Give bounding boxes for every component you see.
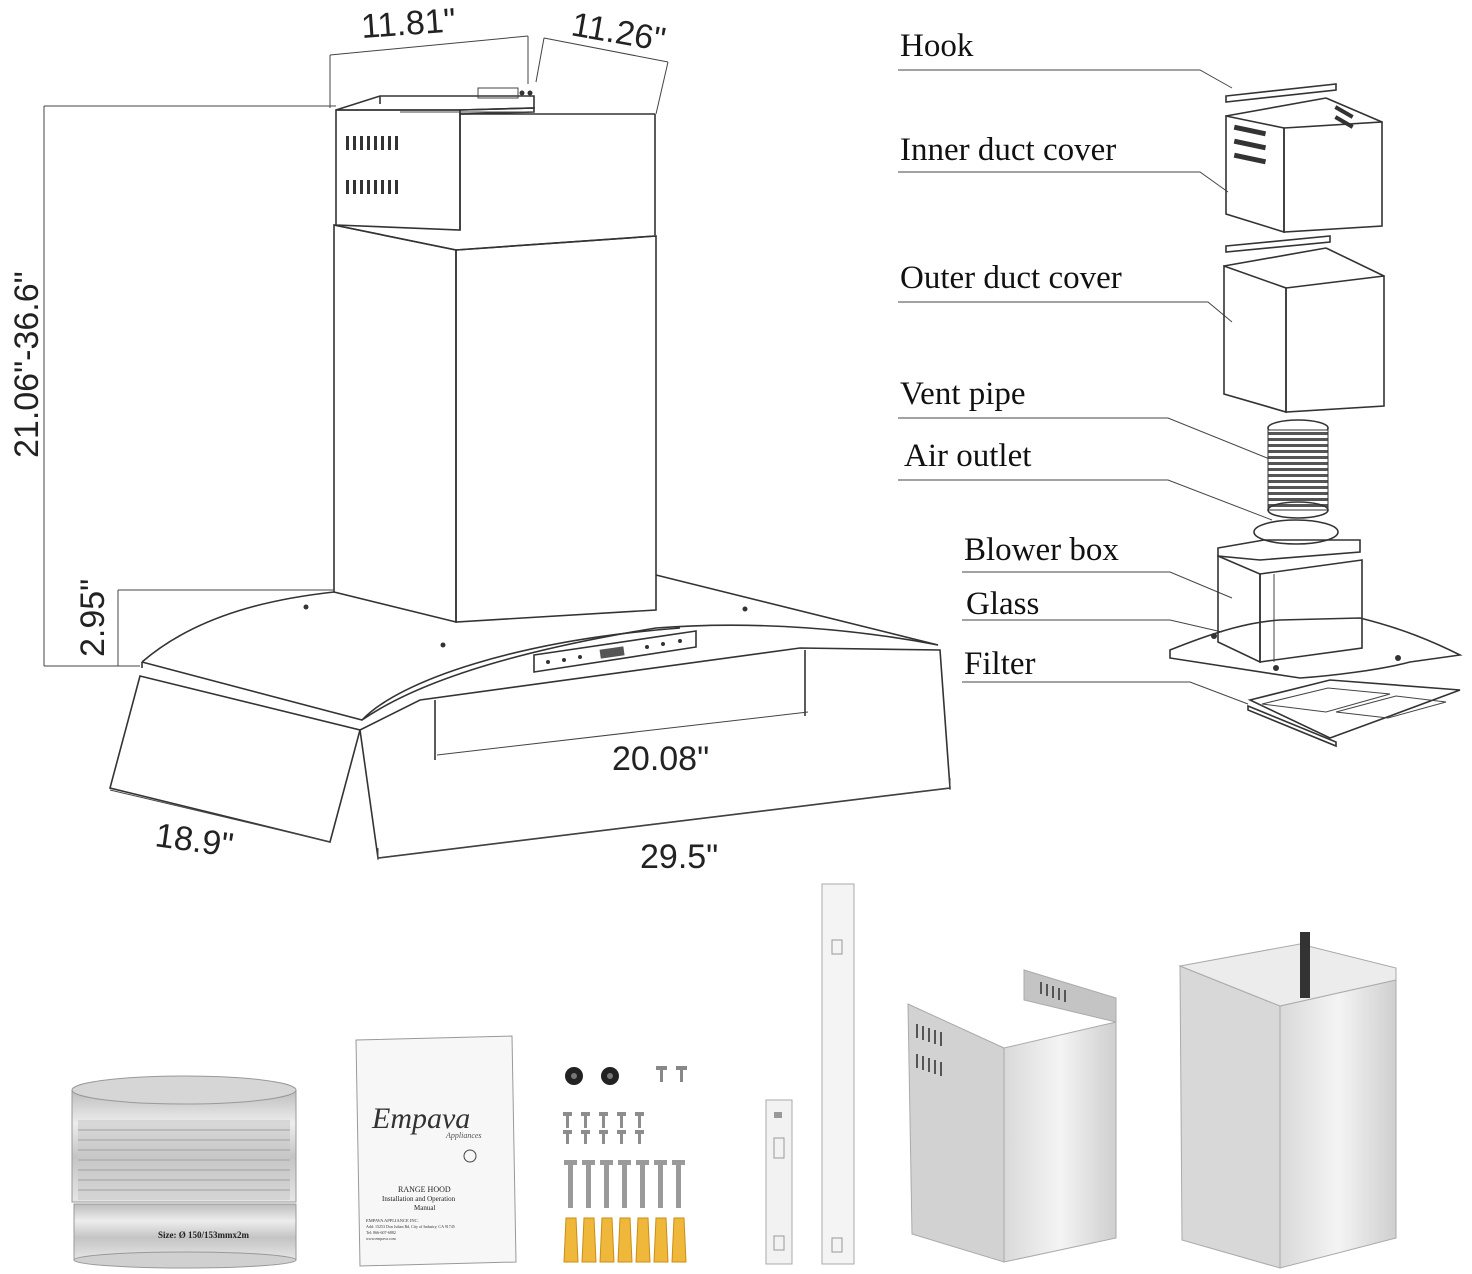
inner-duct-cover-part [1225, 97, 1383, 234]
mounting-brackets [765, 883, 855, 1265]
dim-duct-depth: 11.26" [569, 5, 669, 59]
manual-address: Add: 15253 Don Julian Rd, City of Indust… [366, 1224, 455, 1230]
inner-duct-cover-photo [907, 969, 1117, 1263]
wall-anchors [563, 1217, 687, 1263]
filter-part [1247, 679, 1461, 748]
blower-box-part [1217, 519, 1363, 664]
dim-depth: 18.9" [153, 816, 236, 865]
pipe-size-label: Size: Ø 150/153mmx2m [158, 1230, 249, 1240]
outer-chimney [333, 224, 657, 624]
label-blower-box: Blower box [964, 532, 1119, 568]
glass-panels [109, 647, 951, 859]
inner-chimney [335, 87, 656, 235]
manual-title: RANGE HOOD [398, 1185, 451, 1194]
manual-web: www.empava.com [366, 1236, 397, 1241]
aluminum-vent-pipe: Size: Ø 150/153mmx2m [71, 1075, 297, 1269]
manual-company: EMPAVA APPLIANCE INC. [366, 1218, 419, 1223]
cert-mark-icon [463, 1149, 477, 1163]
dim-height-range: 21.06"-36.6" [8, 271, 46, 458]
label-air-outlet: Air outlet [904, 438, 1031, 474]
label-glass: Glass [966, 586, 1039, 622]
installation-manual: Empava Appliances RANGE HOOD Installatio… [355, 1035, 517, 1267]
label-vent-pipe: Vent pipe [900, 376, 1026, 412]
dim-width: 29.5" [640, 838, 718, 876]
hardware-kit [563, 1066, 687, 1263]
vent-slots [346, 136, 398, 194]
dim-inner-width: 20.08" [612, 740, 709, 778]
label-outer-duct-cover: Outer duct cover [900, 260, 1122, 296]
dimension-lines [43, 35, 951, 860]
outer-duct-cover-part [1223, 235, 1385, 414]
accessories: Size: Ø 150/153mmx2m Empava Appliances R… [71, 883, 1397, 1269]
outer-duct-cover-photo [1178, 932, 1397, 1269]
dim-canopy-height: 2.95" [74, 579, 112, 657]
label-inner-duct-cover: Inner duct cover [900, 132, 1116, 168]
long-screws [564, 1160, 685, 1208]
control-panel [533, 630, 697, 673]
manual-subtitle: Installation and Operation [382, 1195, 456, 1203]
dim-duct-width: 11.81" [360, 1, 457, 46]
hook-part [1225, 83, 1337, 103]
exploded-parts: Hook Inner duct cover Outer duct cover V… [898, 28, 1463, 748]
small-screws [563, 1112, 644, 1144]
label-filter: Filter [964, 646, 1036, 682]
manual-brand-sub: Appliances [445, 1131, 482, 1140]
vent-pipe-part [1267, 419, 1329, 519]
label-hook: Hook [900, 28, 974, 64]
manual-brand: Empava [371, 1102, 470, 1135]
hood-line-drawing: 11.81" 11.26" 21.06"-36.6" 2.95" 20.08" … [8, 1, 951, 876]
canopy [141, 574, 939, 721]
glass-part [1169, 617, 1463, 679]
manual-phone: Tel: 866-607-6882 [366, 1230, 396, 1235]
manual-subtitle2: Manual [414, 1204, 435, 1212]
